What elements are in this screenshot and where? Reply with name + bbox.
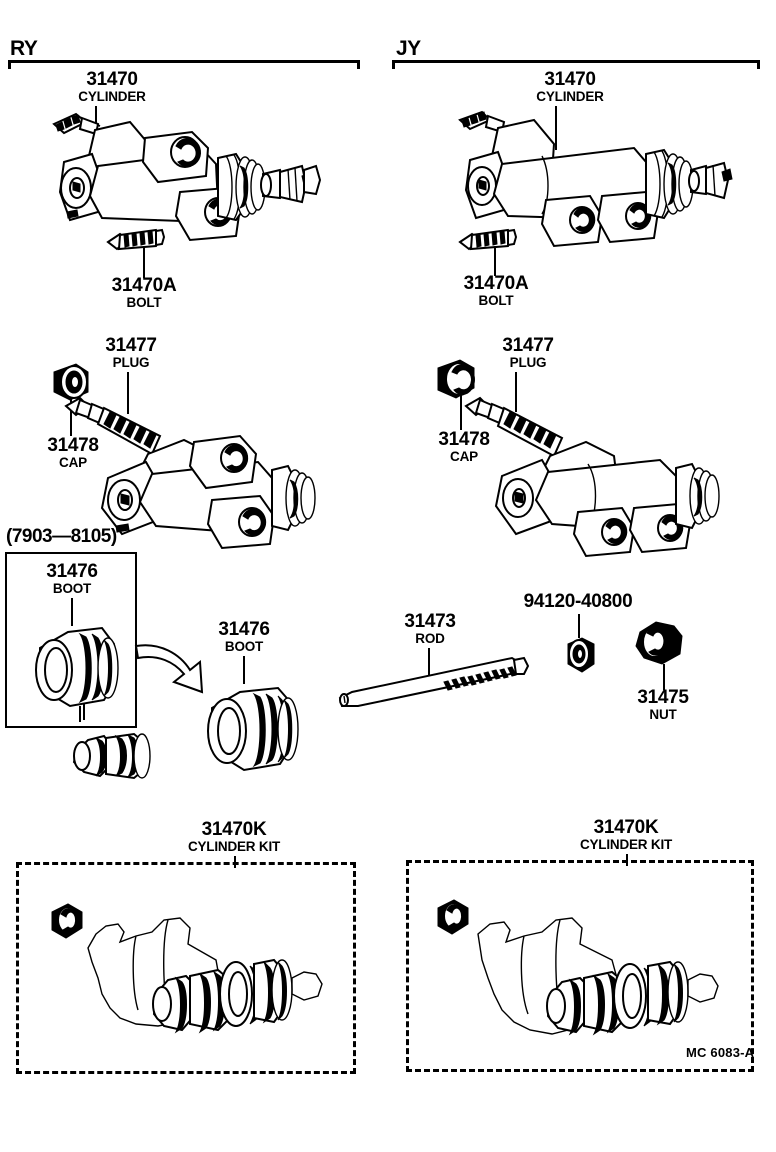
illustration-bolt-jy [458, 228, 518, 251]
label-boot-main: 31476 BOOT [204, 620, 284, 654]
part-number: 31470 [544, 69, 596, 90]
part-name: NUT [649, 707, 677, 722]
illustration-bolt-ry [106, 228, 166, 251]
label-kit-right: 31470K CYLINDER KIT [540, 818, 712, 852]
part-name: BOLT [478, 293, 514, 308]
section-letter-jy: JY [396, 37, 421, 60]
part-name: CYLINDER [536, 89, 604, 104]
boot-inset-box [5, 552, 137, 728]
label-plug-ry: 31477 PLUG [85, 336, 177, 370]
leader-line-cap-ry [70, 396, 72, 436]
label-cap-ry: 31478 CAP [27, 436, 119, 470]
illustration-kit-left [51, 903, 323, 1034]
leader-line-plug-ry [127, 372, 129, 414]
leader-line-cylinder-jy [555, 106, 557, 150]
part-number: 31478 [47, 435, 99, 456]
part-name: CAP [59, 455, 87, 470]
illustration-piston-small [72, 732, 151, 780]
illustration-kit-right [437, 899, 719, 1036]
part-name: BOOT [52, 581, 92, 596]
label-plug-jy: 31477 PLUG [482, 336, 574, 370]
label-nut: 31475 NUT [618, 688, 708, 722]
part-name: CYLINDER KIT [579, 837, 673, 852]
leader-line-nut [663, 664, 665, 690]
part-number: 31470A [111, 275, 177, 296]
label-cap-jy: 31478 CAP [418, 430, 510, 464]
part-name: BOLT [126, 295, 162, 310]
label-rod: 31473 ROD [390, 612, 470, 646]
part-name: CYLINDER [78, 89, 146, 104]
footer-drawing-code: MC 6083-A [686, 1045, 755, 1060]
illustration-cap-plug-cylinder-ry [53, 363, 316, 550]
part-number: 31477 [105, 335, 157, 356]
section-letter-ry: RY [10, 37, 38, 60]
part-number: 31475 [637, 687, 689, 708]
leader-line-boot-inset [71, 598, 73, 626]
date-range-note: (7903—8105) [6, 526, 117, 547]
label-washer: 94120-40800 [517, 592, 639, 611]
label-boot-inset: 31476 BOOT [32, 562, 112, 596]
leader-line-bolt-ry [143, 246, 145, 278]
label-bolt-ry: 31470A BOLT [98, 276, 190, 310]
part-number: 31470K [201, 819, 267, 840]
kit-box-left [16, 862, 356, 1074]
part-name: ROD [415, 631, 445, 646]
leader-line-rod [428, 648, 430, 676]
kit-box-right [406, 860, 754, 1072]
part-name: CYLINDER KIT [187, 839, 281, 854]
illustration-rod [338, 656, 530, 707]
part-number: 31473 [404, 611, 456, 632]
illustration-cylinder-jy [458, 110, 733, 248]
label-bolt-jy: 31470A BOLT [450, 274, 542, 308]
part-number: 94120-40800 [523, 591, 633, 612]
label-cylinder-jy: 31470 CYLINDER [520, 70, 620, 104]
illustration-cylinder-ry [52, 112, 322, 242]
leader-line-plug-jy [515, 372, 517, 412]
leader-line-cap-jy [460, 390, 462, 430]
part-number: 31470K [593, 817, 659, 838]
part-number: 31470 [86, 69, 138, 90]
part-name: CAP [450, 449, 478, 464]
leader-line-washer [578, 614, 580, 638]
label-kit-left: 31470K CYLINDER KIT [148, 820, 320, 854]
part-name: BOOT [224, 639, 264, 654]
part-name: PLUG [112, 355, 150, 370]
section-bracket-jy [392, 60, 760, 69]
part-number: 31476 [46, 561, 98, 582]
leader-line-boot-main [243, 656, 245, 684]
illustration-boot-main [207, 686, 299, 772]
part-name: PLUG [509, 355, 547, 370]
illustration-nut [635, 621, 683, 665]
label-cylinder-ry: 31470 CYLINDER [62, 70, 162, 104]
part-number: 31477 [502, 335, 554, 356]
transition-arrow-icon [134, 644, 204, 694]
illustration-cap-plug-cylinder-jy [437, 359, 720, 558]
part-number: 31476 [218, 619, 270, 640]
illustration-boot-inset [35, 626, 119, 722]
leader-line-bolt-jy [494, 246, 496, 276]
illustration-washer [567, 637, 595, 673]
part-number: 31470A [463, 273, 529, 294]
section-bracket-ry [8, 60, 360, 69]
part-number: 31478 [438, 429, 490, 450]
